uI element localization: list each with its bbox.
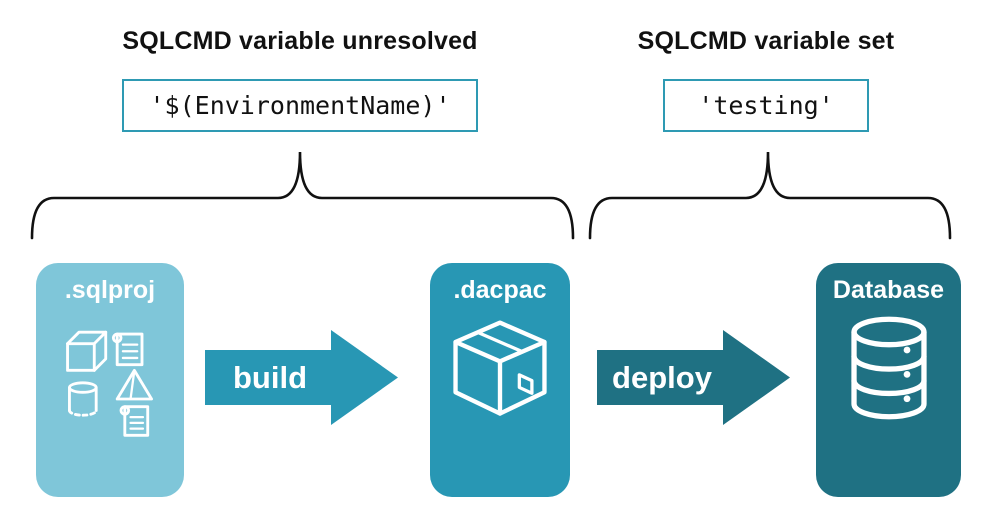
database-cylinder-icon: [850, 316, 927, 420]
left-code-box: '$(EnvironmentName)': [122, 79, 478, 132]
deploy-arrow: deploy: [597, 330, 790, 425]
build-arrow-label: build: [232, 359, 308, 395]
right-brace-icon: [588, 151, 952, 240]
sqlproj-card: .sqlproj: [36, 263, 184, 497]
sqlproj-card-title: .sqlproj: [64, 276, 156, 304]
right-code-box: 'testing': [663, 79, 869, 132]
left-code-text: '$(EnvironmentName)': [149, 91, 451, 120]
build-arrow-shape-icon: [205, 330, 398, 425]
deploy-arrow-shape-icon: [597, 330, 790, 425]
right-code-text: 'testing': [698, 91, 834, 120]
sql-objects-icon: [65, 330, 153, 437]
right-heading: SQLCMD variable set: [637, 27, 895, 55]
left-heading: SQLCMD variable unresolved: [122, 27, 478, 55]
deploy-arrow-label: deploy: [612, 359, 712, 395]
left-brace-icon: [30, 151, 575, 240]
dacpac-card: .dacpac: [430, 263, 570, 497]
build-arrow: build: [205, 330, 398, 425]
package-box-icon: [453, 320, 547, 416]
database-card-title: Database: [832, 276, 945, 304]
database-card: Database: [816, 263, 961, 497]
dacpac-card-title: .dacpac: [453, 276, 547, 304]
